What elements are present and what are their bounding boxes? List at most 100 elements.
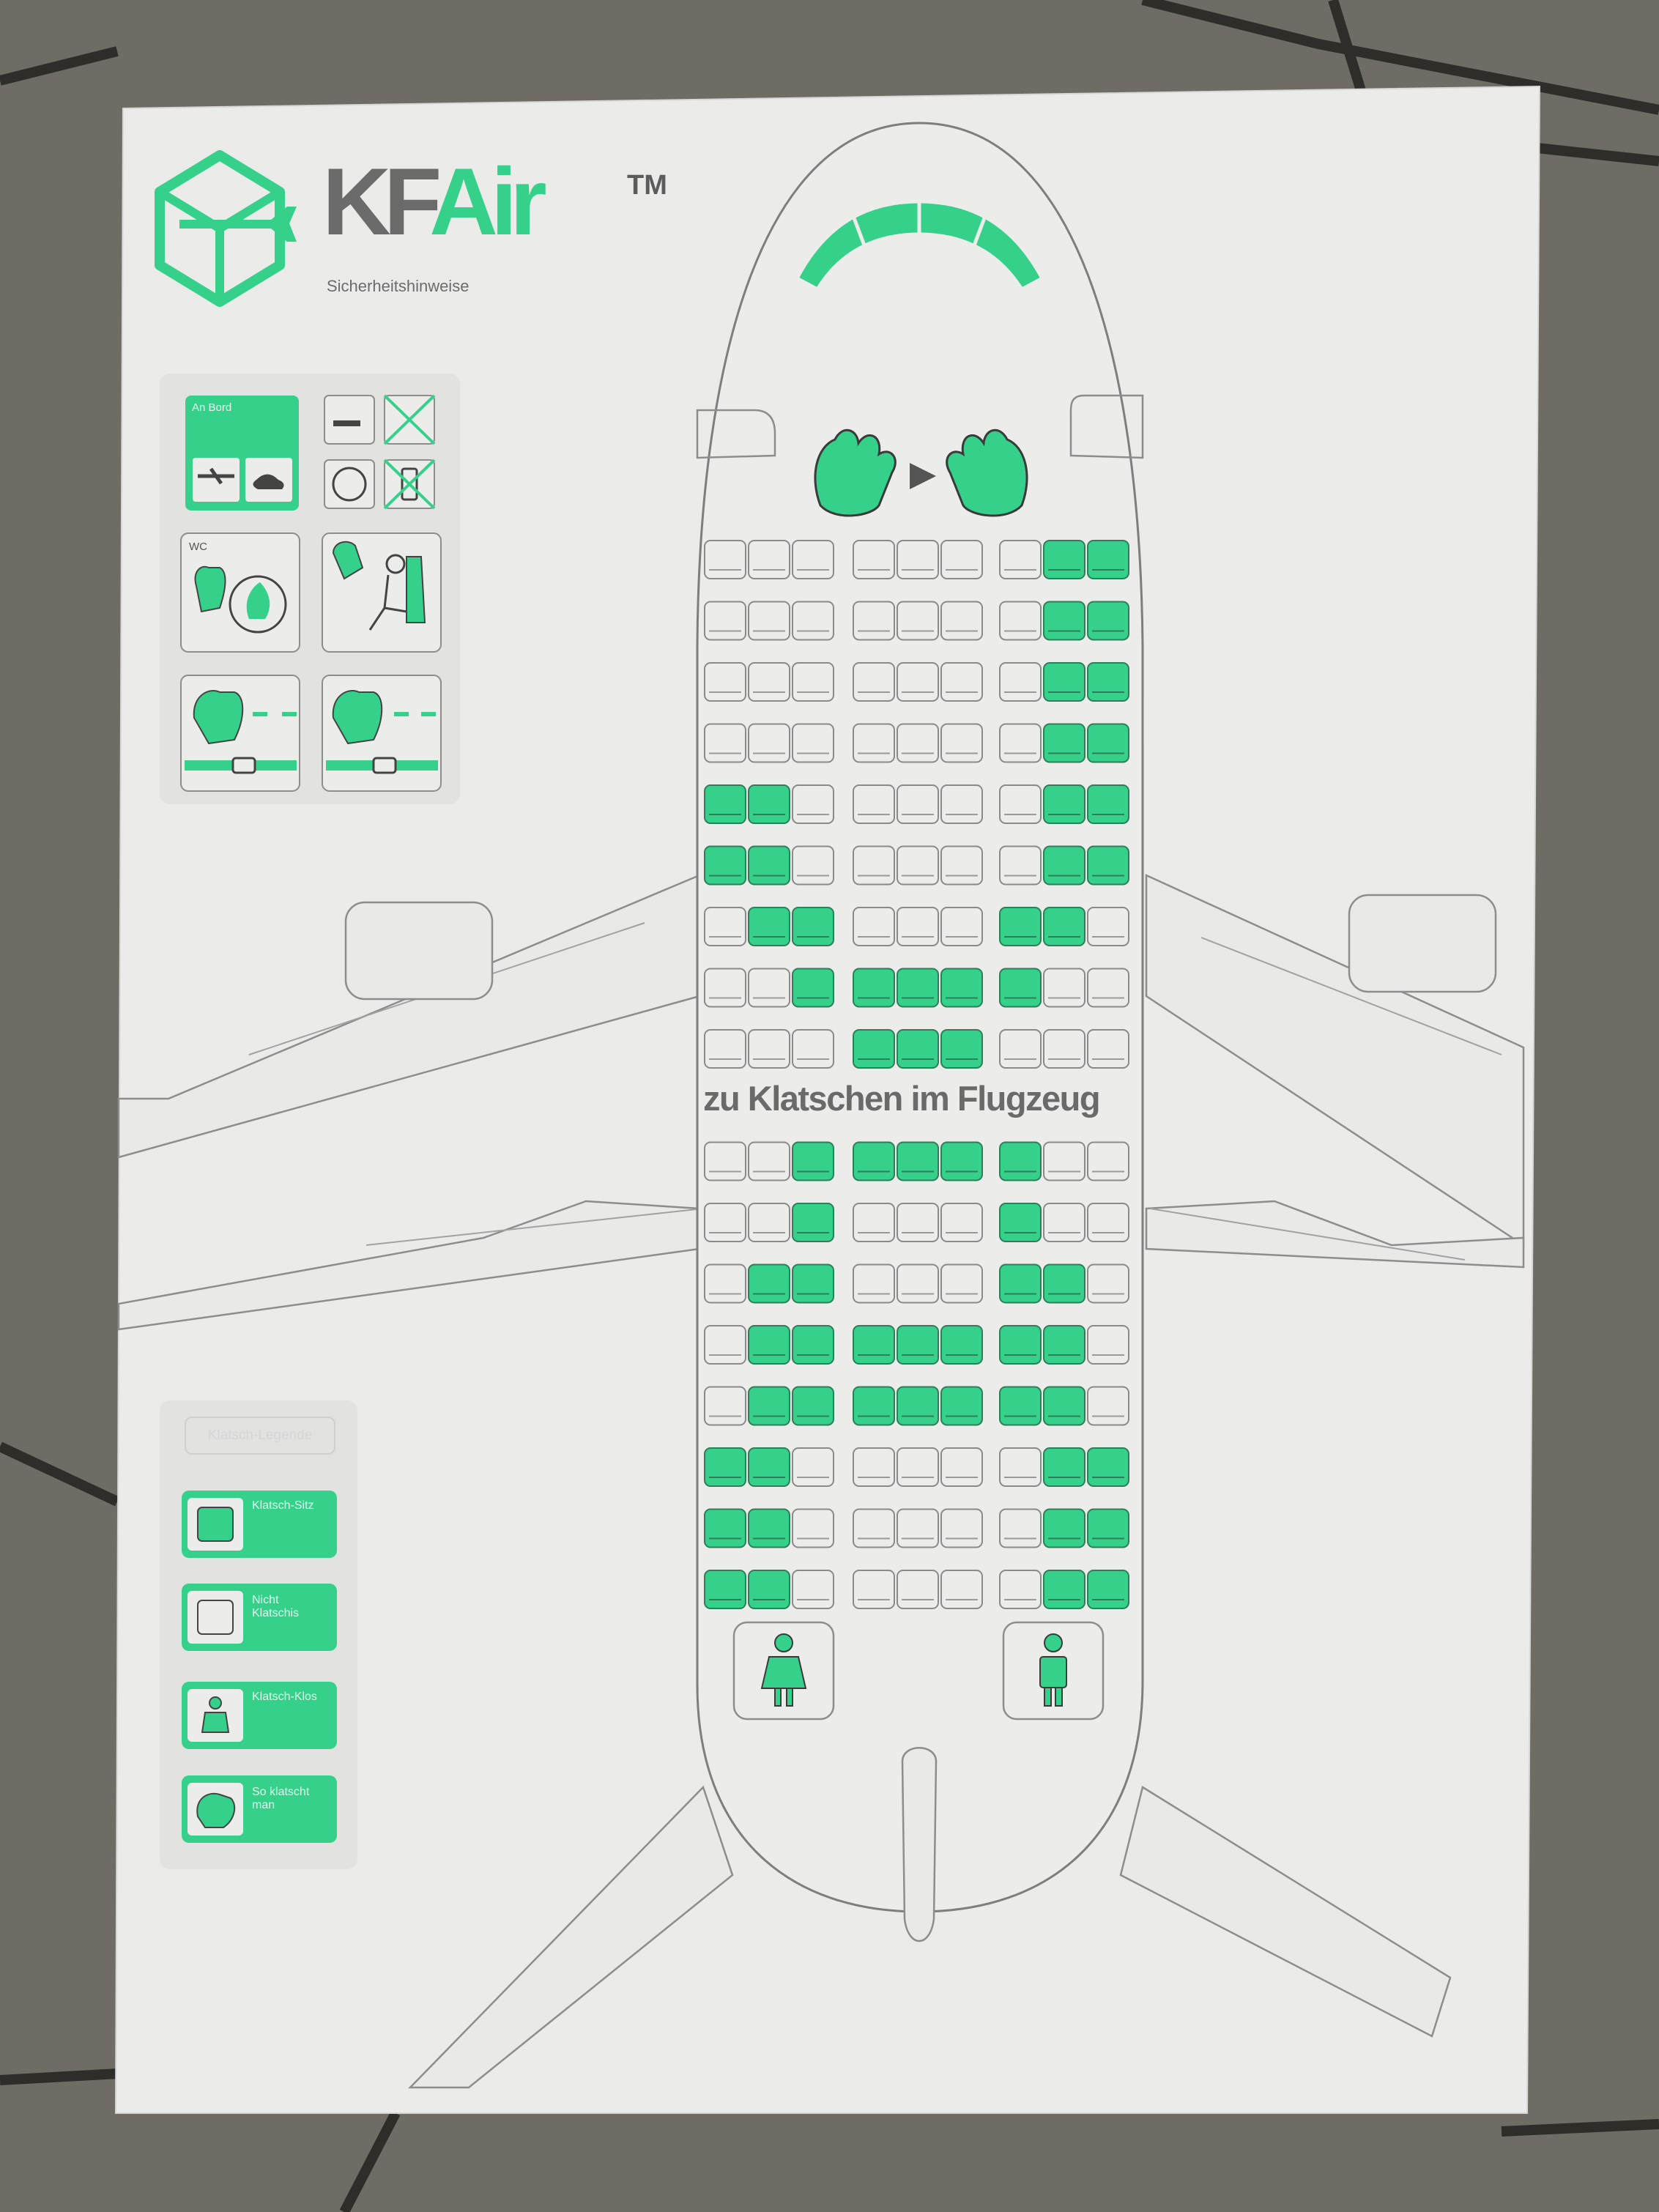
front-right-door — [1069, 394, 1144, 459]
clap-seat — [1043, 1325, 1085, 1365]
non-clap-seat — [748, 1203, 790, 1242]
clap-seat — [704, 845, 746, 886]
clap-seat — [999, 1141, 1042, 1181]
non-clap-seat — [940, 723, 983, 763]
clap-seat — [999, 1203, 1042, 1242]
headline: zu Klatschen im Flugzeug — [703, 1079, 1101, 1118]
legend-panel — [160, 1400, 357, 1869]
non-clap-seat — [999, 662, 1042, 702]
right-clap-hand-icon — [946, 429, 1028, 517]
non-clap-seat — [704, 907, 746, 946]
clap-seat — [853, 1029, 895, 1069]
non-clap-seat — [704, 1386, 746, 1426]
non-clap-seat — [1087, 1386, 1129, 1426]
non-clap-seat — [748, 968, 790, 1008]
clap-seat — [1043, 1386, 1085, 1426]
clap-seat — [999, 1386, 1042, 1426]
clap-seat — [748, 1325, 790, 1365]
non-clap-seat — [940, 845, 983, 886]
front-clap-instruction — [814, 429, 1028, 517]
phone-icon — [401, 467, 418, 501]
clap-seat — [1087, 1447, 1129, 1487]
logo-mark — [155, 150, 297, 307]
takeoff-icon — [198, 467, 234, 485]
non-clap-seat — [748, 1141, 790, 1181]
man-toilet-icon — [1039, 1633, 1067, 1707]
clap-seat — [940, 1141, 983, 1181]
clap-seat — [999, 1325, 1042, 1365]
front-left-door — [696, 409, 776, 459]
non-clap-seat — [1043, 1141, 1085, 1181]
clap-seat — [999, 968, 1042, 1008]
clap-seat — [1087, 662, 1129, 702]
legend-label-toilet: Klatsch-Klos — [252, 1690, 317, 1703]
clap-seat — [748, 1447, 790, 1487]
cockpit-windows — [794, 198, 1045, 292]
clap-seat — [1043, 784, 1085, 824]
brand-name-part1: KF — [322, 148, 437, 255]
non-clap-seat — [1087, 968, 1129, 1008]
passenger-icon — [385, 554, 406, 574]
hand-icon — [194, 565, 226, 613]
non-clap-seat — [704, 1203, 746, 1242]
clapping-hands-icon — [196, 1792, 236, 1828]
paper-edge — [114, 85, 1541, 2114]
non-clap-seat — [853, 907, 895, 946]
left-clap-hand-icon — [814, 429, 897, 517]
clap-seat — [792, 1263, 834, 1304]
play-arrow-icon — [910, 463, 936, 489]
trademark-mark: TM — [627, 170, 667, 201]
clap-seat — [940, 1325, 983, 1365]
clap-seat — [792, 1325, 834, 1365]
clap-seat — [748, 1386, 790, 1426]
clap-seat — [1087, 601, 1129, 641]
non-clap-seat — [1043, 968, 1085, 1008]
clap-seat — [704, 1447, 746, 1487]
non-clap-seat — [792, 1029, 834, 1069]
non-clap-seat — [897, 1570, 939, 1609]
clap-seat — [1043, 662, 1085, 702]
clap-seat — [1087, 1508, 1129, 1548]
woman-toilet-icon — [760, 1633, 807, 1707]
clap-seat — [940, 1029, 983, 1069]
clap-seat — [792, 1386, 834, 1426]
face-icon — [332, 467, 367, 502]
non-clap-seat — [897, 907, 939, 946]
non-clap-seat — [792, 1508, 834, 1548]
non-clap-seat — [792, 601, 834, 641]
non-clap-seat — [853, 845, 895, 886]
non-clap-seat — [940, 601, 983, 641]
non-clap-seat — [853, 723, 895, 763]
non-clap-seat — [897, 662, 939, 702]
non-clap-seat — [792, 845, 834, 886]
non-clap-seat — [853, 601, 895, 641]
non-clap-seat — [999, 1029, 1042, 1069]
clap-seat — [748, 1570, 790, 1609]
clap-seat — [1087, 845, 1129, 886]
non-clap-seat — [704, 601, 746, 641]
non-clap-seat — [940, 540, 983, 579]
non-clap-seat — [940, 662, 983, 702]
non-clap-seat — [897, 845, 939, 886]
non-clap-seat — [999, 601, 1042, 641]
clap-seat — [1043, 1508, 1085, 1548]
non-clap-seat — [897, 1203, 939, 1242]
right-stabilizer — [1119, 1786, 1452, 2038]
non-clap-seat — [1087, 1263, 1129, 1304]
non-clap-seat — [704, 1263, 746, 1304]
clap-seat — [704, 784, 746, 824]
rear-lavatories — [732, 1621, 1105, 1721]
non-clap-seat — [940, 1203, 983, 1242]
cloud-icon — [253, 474, 284, 489]
clap-seat — [748, 1263, 790, 1304]
non-clap-seat — [999, 1447, 1042, 1487]
non-clap-seat — [853, 1447, 895, 1487]
clap-seat — [704, 1508, 746, 1548]
clap-seat — [999, 907, 1042, 946]
non-clap-seat — [940, 907, 983, 946]
non-clap-seat — [792, 1570, 834, 1609]
clap-seat — [1043, 1263, 1085, 1304]
